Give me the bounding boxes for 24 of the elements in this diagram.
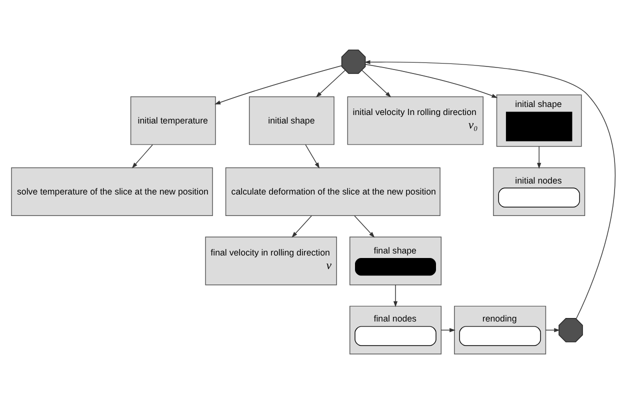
arrow <box>354 214 375 238</box>
node-box: initial temperature <box>130 96 216 144</box>
node-octagon <box>341 49 366 74</box>
node-box: initial velocity In rolling direction v₀ <box>347 96 484 144</box>
arrow <box>537 146 542 168</box>
node-box: initial shape <box>248 96 334 144</box>
arrow <box>316 69 346 97</box>
arrow <box>362 69 392 97</box>
arrow <box>393 284 398 307</box>
node-box: solve temperature of the slice at the new position <box>11 166 213 216</box>
arrow <box>214 64 342 104</box>
arrow <box>364 60 616 319</box>
node-box: calculate deformation of the slice at the new position <box>225 166 440 216</box>
node-box: renoding <box>454 305 546 354</box>
arrow <box>305 144 320 168</box>
node-box: final shape <box>349 236 442 285</box>
node-box: final velocity in rolling direction v <box>205 236 337 285</box>
arrow <box>365 63 498 98</box>
node-box: final nodes <box>349 305 442 354</box>
arrow <box>292 214 312 238</box>
node-box: initial shape <box>496 94 582 146</box>
node-octagon <box>558 317 583 342</box>
arrow <box>132 144 153 168</box>
node-box: initial nodes <box>493 166 586 216</box>
